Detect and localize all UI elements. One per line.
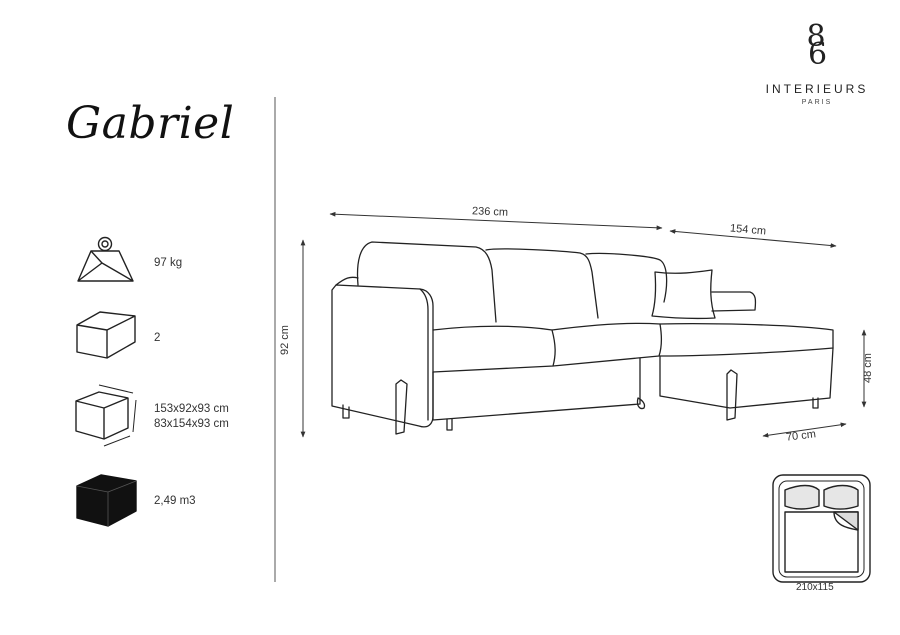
package-dims-line1: 153x92x93 cm <box>154 403 229 415</box>
dimension-lines <box>300 211 867 438</box>
brand-mark-top: 8 <box>806 19 826 54</box>
sleeping-area-label: 210x115 <box>796 582 834 593</box>
volume-box-icon <box>76 474 137 527</box>
product-title: Gabriel <box>66 98 235 149</box>
brand-name: INTERIEURS <box>765 82 869 96</box>
package-dims-line2: 83x154x93 cm <box>154 418 229 430</box>
width-arrow <box>329 211 663 231</box>
brand-logo: 8 6 <box>796 19 836 70</box>
box-icon <box>76 311 136 359</box>
seat-height-label: 48 cm <box>861 353 874 383</box>
height-label: 92 cm <box>278 325 291 355</box>
weight-icon <box>77 236 134 282</box>
width-label: 236 cm <box>471 205 509 219</box>
packages-value: 2 <box>154 332 161 344</box>
sofa-drawing <box>331 241 834 435</box>
volume-value: 2,49 m3 <box>154 495 196 507</box>
chaise-length-arrow <box>669 229 837 248</box>
chaise-width-arrow <box>762 422 847 438</box>
brand-city: PARIS <box>801 99 833 106</box>
bed-icon <box>772 474 871 583</box>
box-dimensions-icon <box>75 384 137 447</box>
brand-mark-bottom: 6 <box>808 37 828 72</box>
weight-value: 97 kg <box>154 257 183 269</box>
